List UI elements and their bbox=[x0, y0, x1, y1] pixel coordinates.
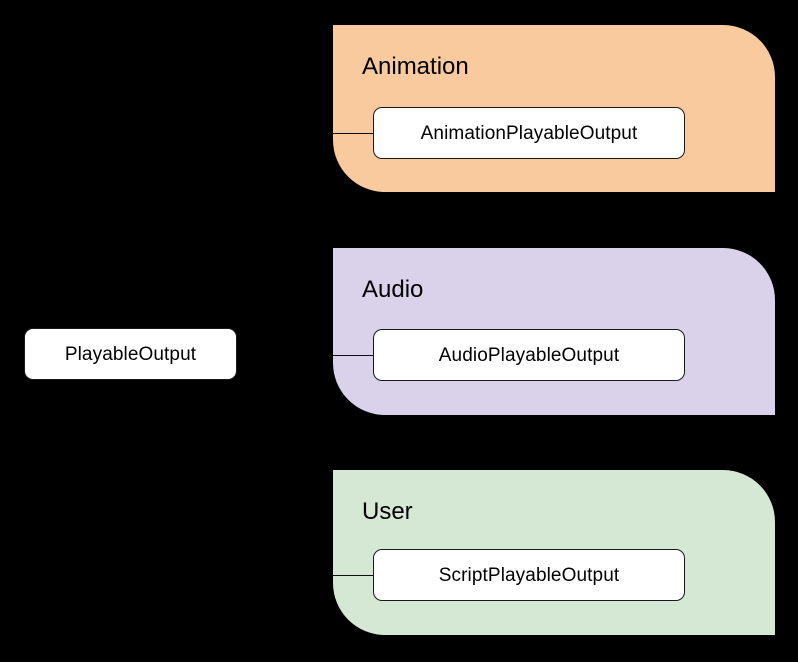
group-user-label: User bbox=[362, 498, 413, 525]
group-audio-label: Audio bbox=[362, 276, 424, 303]
node-audio-playable-output[interactable]: AudioPlayableOutput bbox=[373, 329, 685, 381]
connector-line-animation bbox=[333, 133, 374, 134]
group-animation[interactable]: Animation AnimationPlayableOutput bbox=[333, 25, 775, 192]
connector-line-user bbox=[333, 575, 374, 576]
node-playable-output[interactable]: PlayableOutput bbox=[24, 328, 237, 380]
group-audio[interactable]: Audio AudioPlayableOutput bbox=[333, 248, 775, 415]
group-animation-label: Animation bbox=[362, 53, 469, 80]
node-script-playable-output[interactable]: ScriptPlayableOutput bbox=[373, 549, 685, 601]
group-user[interactable]: User ScriptPlayableOutput bbox=[333, 470, 775, 635]
node-animation-playable-output[interactable]: AnimationPlayableOutput bbox=[373, 107, 685, 159]
connector-line-audio bbox=[333, 355, 374, 356]
